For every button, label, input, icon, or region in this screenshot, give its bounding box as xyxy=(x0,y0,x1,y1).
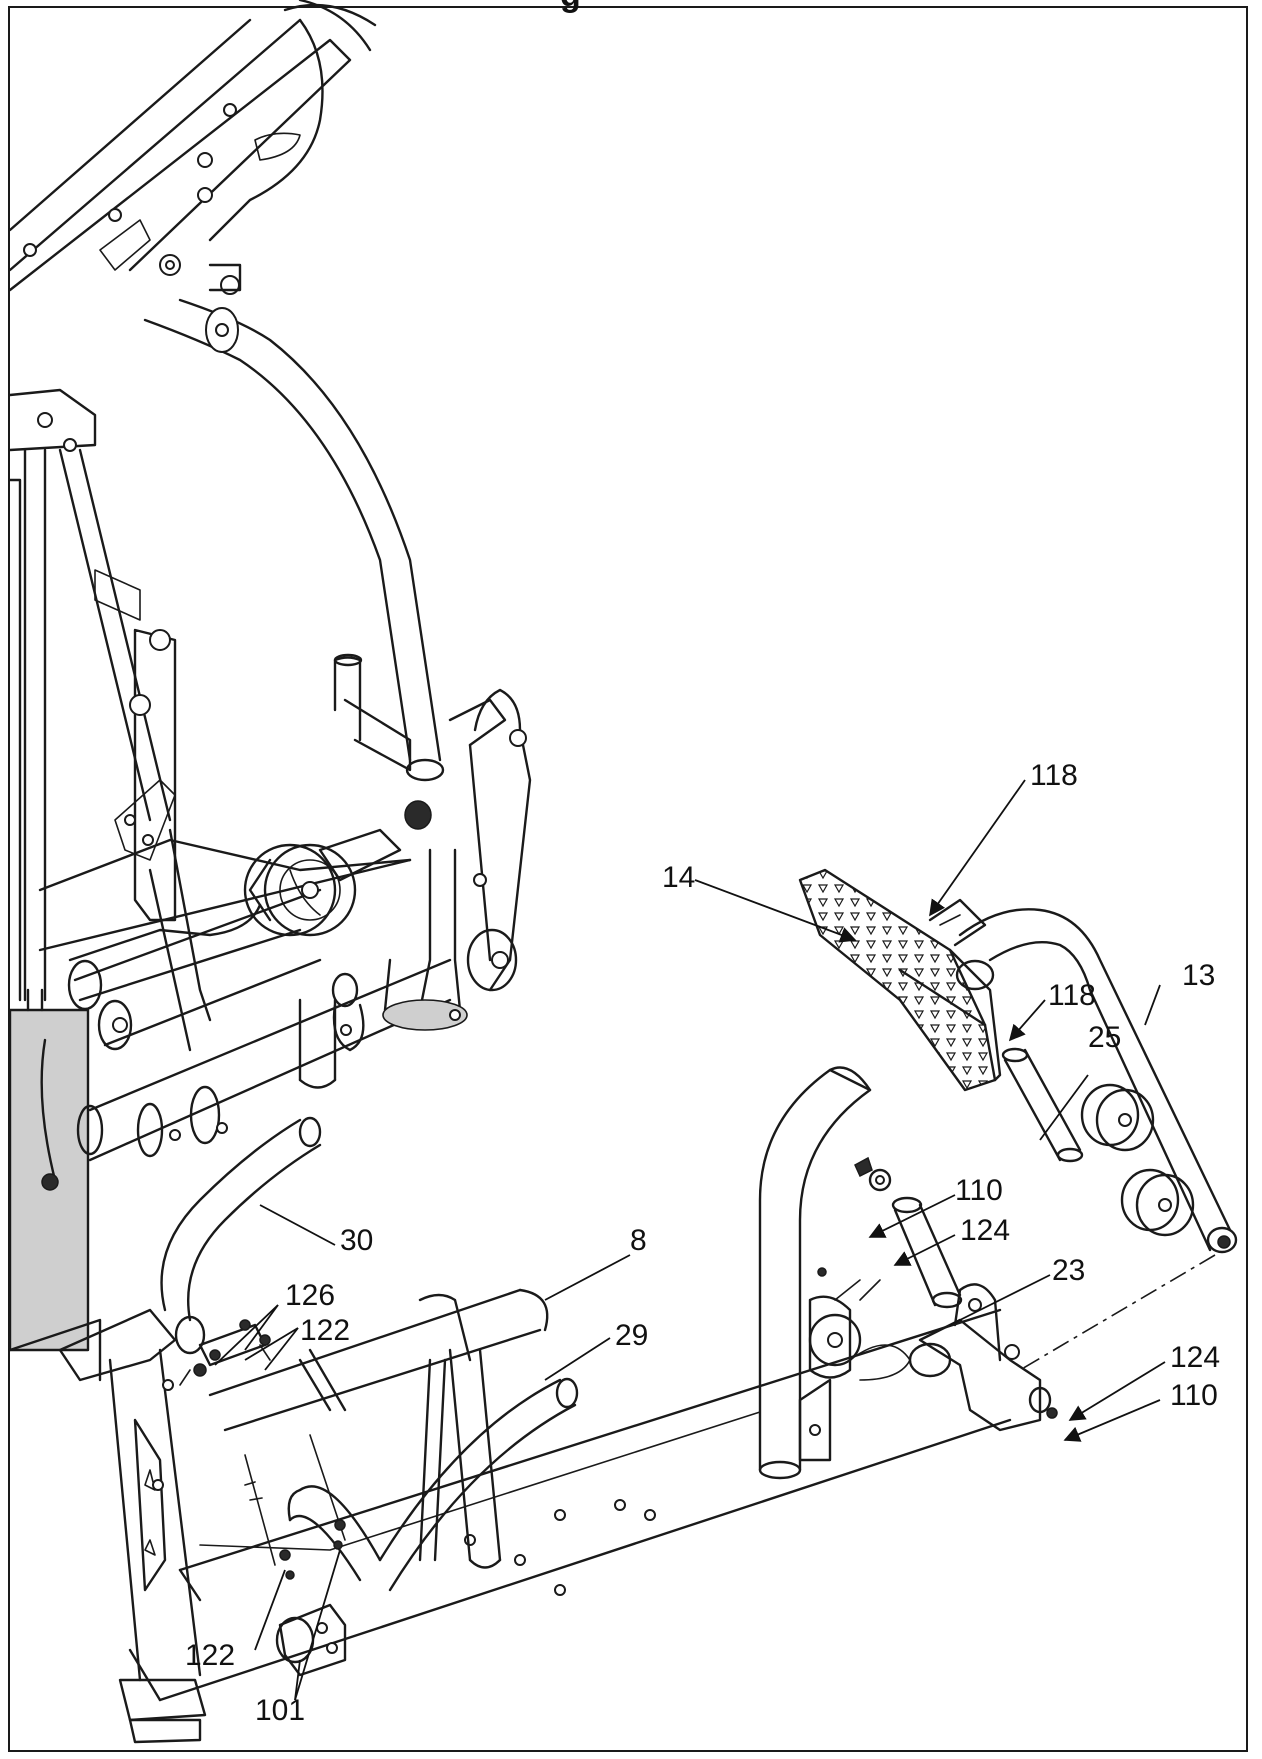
label-118-top: 118 xyxy=(1030,759,1078,792)
pulley-assembly xyxy=(243,828,402,1052)
weight-stack xyxy=(8,988,102,1382)
label-23: 23 xyxy=(1052,1254,1085,1287)
part-29-tube xyxy=(287,1377,579,1592)
right-upright xyxy=(758,1066,911,1480)
label-25: 25 xyxy=(1088,1021,1121,1054)
part-8-tube xyxy=(208,1288,549,1569)
part-25-pin xyxy=(1001,1047,1084,1163)
guide-rod-assembly xyxy=(8,388,177,1002)
label-122-bottom: 122 xyxy=(185,1639,235,1672)
base-beam xyxy=(128,1308,1012,1702)
label-14: 14 xyxy=(662,861,695,894)
part-14-foot-plate xyxy=(798,868,1002,1092)
part-101-bracket xyxy=(174,1315,347,1677)
label-30: 30 xyxy=(340,1224,373,1257)
label-101: 101 xyxy=(255,1694,305,1727)
label-13: 13 xyxy=(1182,959,1215,992)
label-110-top: 110 xyxy=(955,1174,1003,1207)
front-leg xyxy=(58,1308,207,1744)
label-110-bottom: 110 xyxy=(1170,1379,1218,1412)
label-122-top: 122 xyxy=(300,1314,350,1347)
title-fragment: g xyxy=(560,0,581,15)
diagram-frame xyxy=(8,6,1248,1752)
label-118-mid: 118 xyxy=(1048,979,1096,1012)
label-8: 8 xyxy=(630,1224,647,1257)
part-30-tube xyxy=(160,1116,322,1322)
label-124-bottom: 124 xyxy=(1170,1341,1220,1374)
label-124-top: 124 xyxy=(960,1214,1010,1247)
assembly-center-line xyxy=(1019,1254,1216,1371)
label-29: 29 xyxy=(615,1319,648,1352)
leader-lines xyxy=(214,779,1166,1701)
part-labels: 118 14 13 118 25 110 124 23 30 8 126 122… xyxy=(185,759,1220,1727)
part-23-axle xyxy=(854,1156,963,1309)
upper-frame-beam xyxy=(8,0,377,295)
right-end-bracket xyxy=(908,1283,1058,1432)
press-arm-tube xyxy=(143,298,445,782)
middle-frame xyxy=(38,828,452,1162)
leg-extension-assembly xyxy=(333,653,532,1031)
label-126: 126 xyxy=(285,1279,335,1312)
